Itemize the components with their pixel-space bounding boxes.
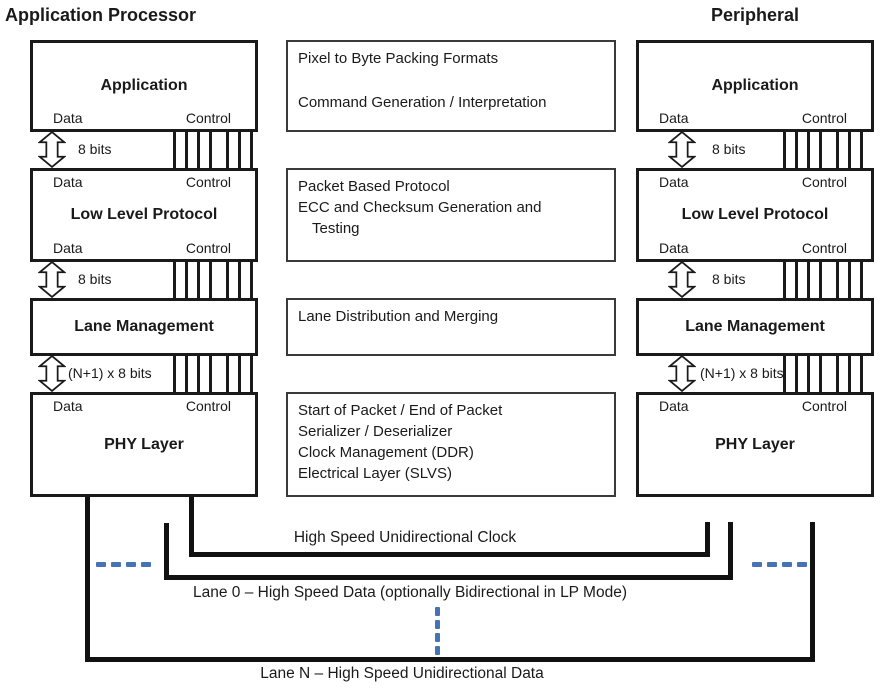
left-low-level-protocol-box: Low Level Protocol Data Control Data Con…	[30, 168, 258, 262]
laneN-bus-label: Lane N – High Speed Unidirectional Data	[260, 665, 544, 682]
right-lane-phy-width-label: (N+1) x 8 bits	[700, 365, 784, 381]
right-stack-title: Peripheral	[710, 5, 800, 25]
control-port-label: Control	[801, 174, 847, 190]
control-port-label: Control	[185, 174, 231, 190]
data-port-label: Data	[53, 398, 83, 414]
laneN-bus-wire	[85, 657, 815, 662]
data-port-label: Data	[53, 174, 83, 190]
data-port-label: Data	[659, 174, 689, 190]
left-lane-management-box: Lane Management	[30, 298, 258, 356]
left-phy-layer-box: PHY Layer Data Control	[30, 392, 258, 497]
control-port-label: Control	[801, 398, 847, 414]
control-port-label: Control	[185, 110, 231, 126]
lane0-left-wire	[164, 523, 169, 580]
left-phy-label: PHY Layer	[104, 435, 184, 453]
left-app-llp-control-lines	[173, 131, 253, 169]
laneN-right-wire	[810, 522, 815, 662]
right-application-label: Application	[711, 77, 799, 94]
left-lane-management-label: Lane Management	[74, 318, 214, 335]
left-app-llp-width-label: 8 bits	[78, 141, 112, 157]
description-line: Lane Distribution and Merging	[298, 308, 499, 325]
right-application-ports: Data Control	[659, 110, 847, 126]
right-lane-management-label: Lane Management	[685, 318, 825, 335]
description-line: Serializer / Deserializer	[298, 423, 453, 440]
left-phy-top-ports: Data Control	[53, 398, 231, 414]
right-llp-top-ports: Data Control	[659, 174, 847, 190]
right-lane-phy-control-lines	[783, 355, 863, 393]
bidirectional-arrow-icon	[38, 131, 66, 168]
description-line: ECC and Checksum Generation and	[298, 199, 542, 216]
control-port-label: Control	[185, 240, 231, 256]
description-line: Clock Management (DDR)	[298, 444, 474, 461]
left-application-box: Application Data Control	[30, 40, 258, 132]
left-application-label: Application	[100, 77, 188, 94]
right-llp-lane-control-lines	[783, 261, 863, 299]
description-line: Electrical Layer (SLVS)	[298, 465, 452, 482]
right-llp-bottom-ports: Data Control	[659, 240, 847, 256]
control-port-label: Control	[801, 110, 847, 126]
right-low-level-protocol-box: Low Level Protocol Data Control Data Con…	[636, 168, 874, 262]
data-port-label: Data	[659, 398, 689, 414]
left-application-ports: Data Control	[53, 110, 231, 126]
laneN-left-wire	[85, 497, 90, 662]
left-llp-lane-control-lines	[173, 261, 253, 299]
right-phy-label: PHY Layer	[715, 435, 795, 453]
description-line: Pixel to Byte Packing Formats	[298, 50, 499, 67]
clock-left-wire	[189, 497, 194, 557]
vertical-continuation-dashes	[435, 607, 440, 659]
left-llp-top-ports: Data Control	[53, 174, 231, 190]
data-port-label: Data	[659, 240, 689, 256]
application-description-box: Pixel to Byte Packing Formats Command Ge…	[286, 40, 616, 132]
left-continuation-dashes	[96, 562, 156, 567]
right-app-llp-control-lines	[783, 131, 863, 169]
right-application-box: Application Data Control	[636, 40, 874, 132]
left-llp-lane-width-label: 8 bits	[78, 271, 112, 287]
description-line: Command Generation / Interpretation	[298, 94, 547, 111]
right-continuation-dashes	[752, 562, 812, 567]
clock-bus-label: High Speed Unidirectional Clock	[293, 529, 517, 546]
control-port-label: Control	[801, 240, 847, 256]
left-llp-bottom-ports: Data Control	[53, 240, 231, 256]
llp-description-box: Packet Based Protocol ECC and Checksum G…	[286, 168, 616, 262]
right-phy-layer-box: PHY Layer Data Control	[636, 392, 874, 497]
control-port-label: Control	[185, 398, 231, 414]
lane0-bus-wire	[164, 575, 733, 580]
clock-right-wire	[705, 522, 710, 557]
right-lane-management-box: Lane Management	[636, 298, 874, 356]
bidirectional-arrow-icon	[668, 131, 696, 168]
bidirectional-arrow-icon	[38, 261, 66, 298]
bidirectional-arrow-icon	[668, 355, 696, 392]
left-lane-phy-width-label: (N+1) x 8 bits	[68, 365, 152, 381]
clock-bus-wire	[189, 552, 710, 557]
right-app-llp-width-label: 8 bits	[712, 141, 746, 157]
description-line: Start of Packet / End of Packet	[298, 402, 503, 419]
phy-description-box: Start of Packet / End of Packet Serializ…	[286, 392, 616, 497]
data-port-label: Data	[53, 240, 83, 256]
description-line: Testing	[312, 220, 360, 237]
description-line: Packet Based Protocol	[298, 178, 450, 195]
lane0-bus-label: Lane 0 – High Speed Data (optionally Bid…	[193, 584, 627, 601]
bidirectional-arrow-icon	[668, 261, 696, 298]
right-llp-lane-width-label: 8 bits	[712, 271, 746, 287]
data-port-label: Data	[659, 110, 689, 126]
right-llp-label: Low Level Protocol	[681, 206, 829, 223]
right-phy-top-ports: Data Control	[659, 398, 847, 414]
left-llp-label: Low Level Protocol	[70, 206, 218, 223]
left-lane-phy-control-lines	[173, 355, 253, 393]
bidirectional-arrow-icon	[38, 355, 66, 392]
left-stack-title: Application Processor	[5, 5, 197, 25]
data-port-label: Data	[53, 110, 83, 126]
lane0-right-wire	[728, 522, 733, 580]
lane-management-description-box: Lane Distribution and Merging	[286, 298, 616, 356]
